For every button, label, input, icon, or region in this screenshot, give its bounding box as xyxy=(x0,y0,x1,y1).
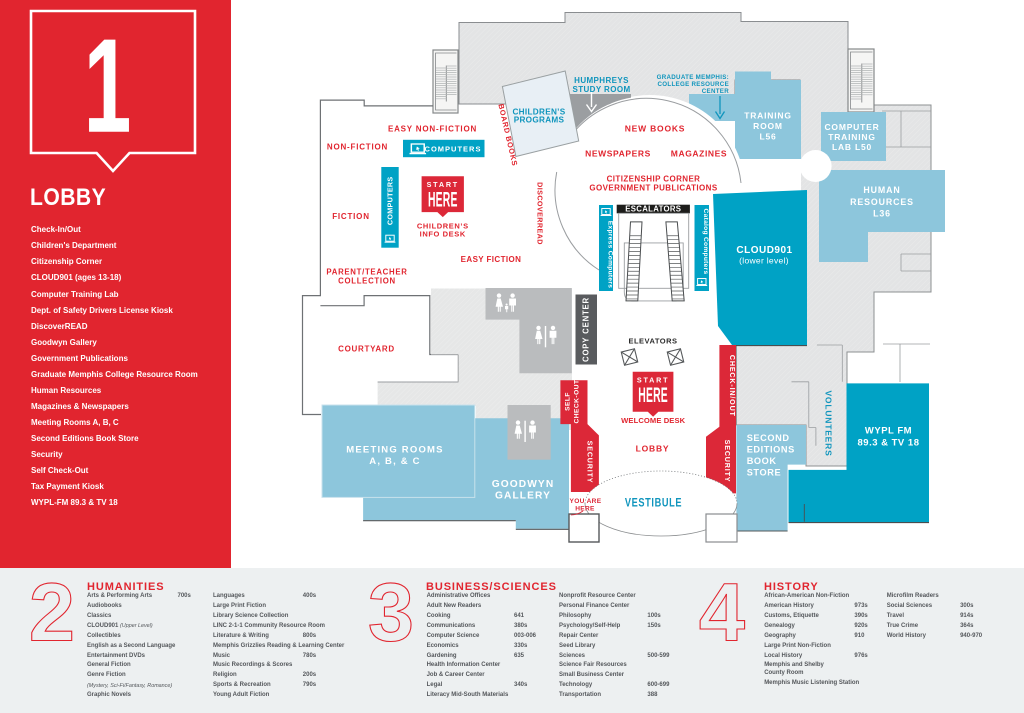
svg-text:START: START xyxy=(427,180,459,189)
svg-text:COURTYARD: COURTYARD xyxy=(338,345,395,354)
svg-text:CENTER: CENTER xyxy=(702,88,729,95)
svg-text:COMPUTER: COMPUTER xyxy=(824,122,879,132)
svg-text:TRAINING: TRAINING xyxy=(828,132,875,142)
svg-text:SECURITY: SECURITY xyxy=(586,441,595,484)
svg-text:GALLERY: GALLERY xyxy=(495,491,551,502)
svg-text:CHECK-OUT: CHECK-OUT xyxy=(574,379,581,423)
svg-text:HUMANITIES: HUMANITIES xyxy=(87,581,164,593)
svg-text:HERE: HERE xyxy=(428,188,458,212)
svg-text:NEW BOOKS: NEW BOOKS xyxy=(625,124,686,134)
svg-text:RESOURCES: RESOURCES xyxy=(850,197,914,207)
svg-text:YOU ARE: YOU ARE xyxy=(570,498,602,505)
svg-text:STUDY ROOM: STUDY ROOM xyxy=(572,85,630,94)
svg-text:HUMAN: HUMAN xyxy=(863,185,900,195)
svg-text:PARENT/TEACHER: PARENT/TEACHER xyxy=(326,267,407,276)
svg-text:LAB L50: LAB L50 xyxy=(832,142,872,152)
svg-text:CITIZENSHIP CORNER: CITIZENSHIP CORNER xyxy=(607,175,701,184)
svg-text:HERE: HERE xyxy=(575,506,595,513)
svg-text:BUSINESS/SCIENCES: BUSINESS/SCIENCES xyxy=(426,581,557,593)
svg-text:MEETING ROOMS: MEETING ROOMS xyxy=(346,445,443,456)
svg-text:CLOUD901: CLOUD901 xyxy=(736,245,792,256)
svg-text:CHILDREN’S: CHILDREN’S xyxy=(417,221,469,230)
svg-text:EASY FICTION: EASY FICTION xyxy=(461,255,522,264)
svg-text:SELF: SELF xyxy=(565,392,572,411)
svg-text:ELEVATORS: ELEVATORS xyxy=(628,337,677,346)
svg-text:INFO DESK: INFO DESK xyxy=(420,230,466,239)
svg-text:3: 3 xyxy=(368,568,414,659)
svg-text:MAGAZINES: MAGAZINES xyxy=(671,149,727,159)
svg-text:COPY CENTER: COPY CENTER xyxy=(582,297,591,362)
svg-text:HISTORY: HISTORY xyxy=(764,581,819,593)
svg-text:GRADUATE MEMPHIS:: GRADUATE MEMPHIS: xyxy=(657,74,729,81)
svg-text:DISCOVERREAD: DISCOVERREAD xyxy=(536,182,545,245)
svg-text:VOLUNTEERS: VOLUNTEERS xyxy=(824,390,834,456)
svg-text:BOOK: BOOK xyxy=(747,456,777,466)
svg-text:TRAINING: TRAINING xyxy=(744,111,791,121)
svg-text:L36: L36 xyxy=(873,209,891,219)
svg-text:HUMPHREYS: HUMPHREYS xyxy=(574,76,629,85)
svg-text:SECOND: SECOND xyxy=(747,433,790,443)
svg-text:GOODWYN: GOODWYN xyxy=(492,479,555,490)
svg-text:GOVERNMENT PUBLICATIONS: GOVERNMENT PUBLICATIONS xyxy=(589,184,717,193)
svg-text:ESCALATORS: ESCALATORS xyxy=(625,205,681,214)
svg-text:EDITIONS: EDITIONS xyxy=(747,445,795,455)
svg-text:WYPL FM: WYPL FM xyxy=(865,426,912,437)
svg-text:COMPUTERS: COMPUTERS xyxy=(385,176,394,225)
svg-text:START: START xyxy=(637,376,669,385)
svg-text:FICTION: FICTION xyxy=(332,212,370,221)
svg-text:LOBBY: LOBBY xyxy=(636,444,670,454)
svg-text:2: 2 xyxy=(29,568,75,659)
svg-text:COMPUTERS: COMPUTERS xyxy=(425,144,482,153)
svg-text:WELCOME DESK: WELCOME DESK xyxy=(621,416,685,425)
svg-text:NON-FICTION: NON-FICTION xyxy=(327,143,388,152)
svg-text:4: 4 xyxy=(699,568,745,659)
svg-text:89.3 & TV 18: 89.3 & TV 18 xyxy=(858,438,920,449)
svg-text:PROGRAMS: PROGRAMS xyxy=(514,116,565,125)
svg-text:HERE: HERE xyxy=(638,383,668,407)
svg-text:Catalog Computers: Catalog Computers xyxy=(702,209,709,275)
svg-text:1: 1 xyxy=(84,10,132,160)
svg-text:VESTIBULE: VESTIBULE xyxy=(625,498,682,510)
svg-text:EASY NON-FICTION: EASY NON-FICTION xyxy=(388,125,477,134)
svg-text:COLLECTION: COLLECTION xyxy=(338,276,396,285)
svg-text:NEWSPAPERS: NEWSPAPERS xyxy=(585,149,651,159)
svg-text:Express Computers: Express Computers xyxy=(606,221,613,288)
svg-text:COLLEGE RESOURCE: COLLEGE RESOURCE xyxy=(658,81,730,88)
svg-text:CHECK-IN/OUT: CHECK-IN/OUT xyxy=(728,355,737,417)
svg-text:A, B, & C: A, B, & C xyxy=(369,456,420,467)
svg-text:ROOM: ROOM xyxy=(753,121,783,131)
svg-text:SECURITY: SECURITY xyxy=(723,440,732,483)
svg-text:L56: L56 xyxy=(759,132,776,142)
svg-text:STORE: STORE xyxy=(747,468,781,478)
svg-text:CHILDREN’S: CHILDREN’S xyxy=(512,108,565,117)
svg-text:(lower level): (lower level) xyxy=(739,256,789,266)
